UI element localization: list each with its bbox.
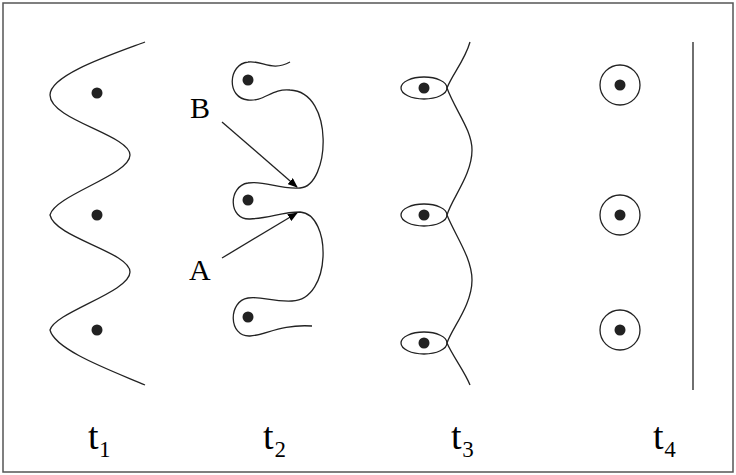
- callout-letter: B: [190, 93, 210, 123]
- dot: [615, 80, 626, 91]
- wave-t1: [50, 42, 145, 385]
- dot: [419, 210, 430, 221]
- dot: [615, 325, 626, 336]
- dot: [243, 195, 254, 206]
- leader-arrow: [222, 122, 297, 187]
- wave-t3: [401, 42, 472, 385]
- wave-t2: [232, 62, 323, 336]
- dot: [92, 210, 103, 221]
- dot: [615, 210, 626, 221]
- dot: [92, 88, 103, 99]
- time-label: t₂: [263, 417, 287, 455]
- dot: [243, 75, 254, 86]
- dot: [92, 325, 103, 336]
- dot: [419, 83, 430, 94]
- dot: [243, 312, 254, 323]
- rings-t4: [600, 42, 693, 390]
- frame: [3, 3, 733, 472]
- callout-letter: A: [189, 255, 211, 285]
- time-label: t₃: [451, 417, 475, 455]
- leader-arrow: [222, 213, 297, 258]
- time-label: t₁: [88, 417, 112, 455]
- dot: [419, 338, 430, 349]
- time-label: t₄: [653, 417, 677, 455]
